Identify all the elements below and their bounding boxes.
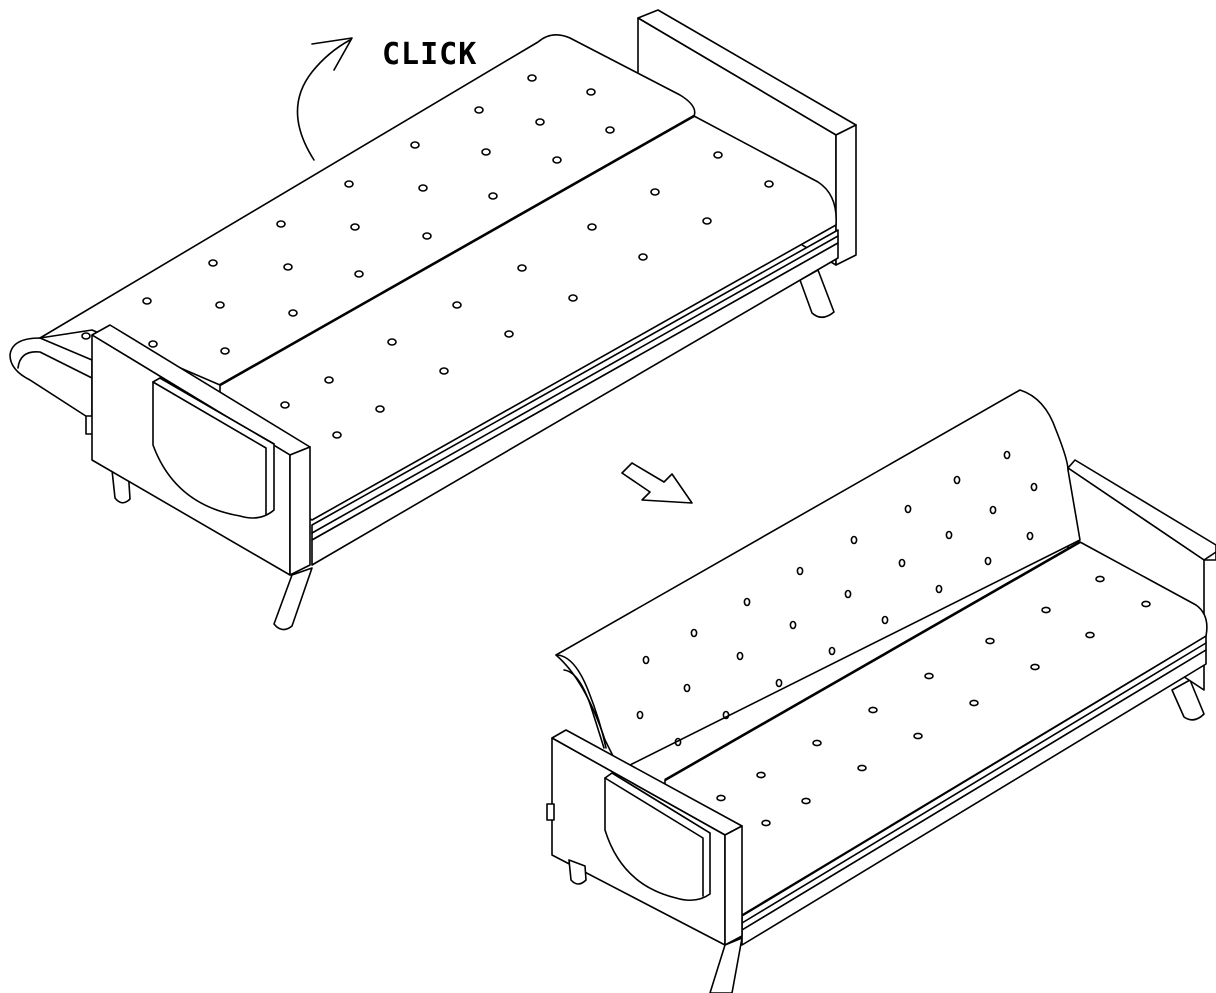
- click-label: CLICK: [382, 37, 477, 72]
- bed-frame: [311, 229, 839, 566]
- bed-center-seam: [219, 114, 695, 387]
- bed-arm-pocket: [152, 377, 275, 519]
- sofa-upright: [546, 389, 1216, 993]
- sofa-arm-pocket: [604, 772, 711, 902]
- bed-tufting-buttons: [81, 74, 774, 439]
- sofa-backrest-tufting: [636, 450, 1038, 747]
- down-right-arrow-icon: [621, 462, 693, 504]
- sofa-back-leg-right: [1171, 679, 1205, 721]
- sofa-seat: [664, 541, 1208, 916]
- bed-mattress-seat-section: [219, 115, 837, 521]
- bed-back-leg-right: [799, 269, 835, 319]
- bed-rolled-end: [9, 337, 93, 421]
- bed-left-arm: [91, 324, 311, 576]
- sofa-bed-flat: [9, 9, 857, 631]
- sofa-seat-tufting: [716, 575, 1151, 827]
- sofa-front-leg-left: [568, 859, 587, 885]
- bed-front-leg: [273, 567, 313, 631]
- sofa-backrest: [555, 389, 1081, 771]
- sofa-front-leg: [709, 937, 743, 993]
- sofa-left-arm: [546, 729, 743, 946]
- sofa-center-seam: [664, 540, 1081, 782]
- curved-rotate-arrow-icon: [296, 37, 353, 161]
